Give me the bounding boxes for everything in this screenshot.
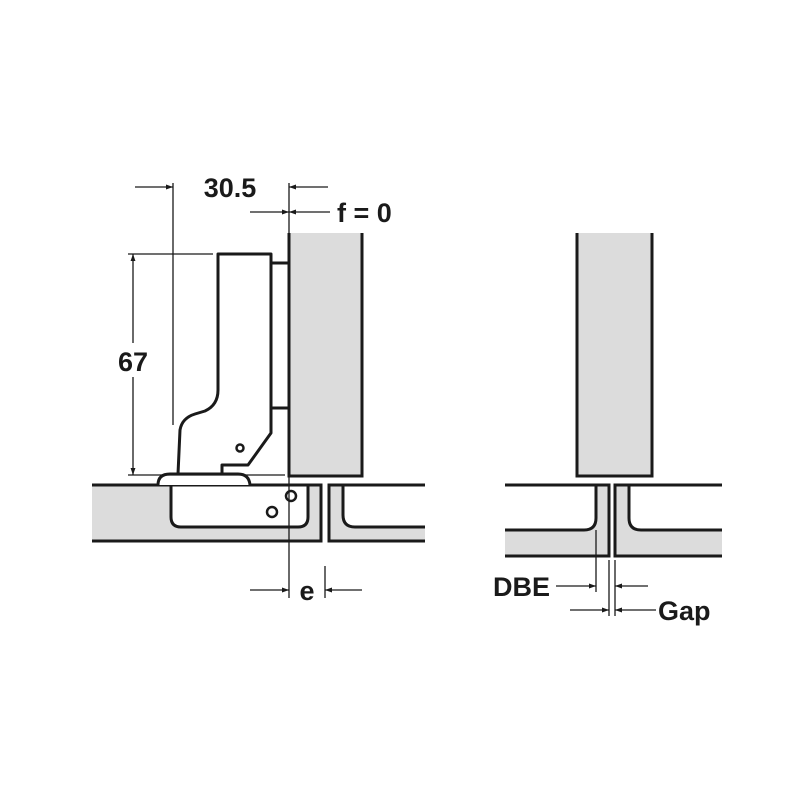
screw-hole <box>235 443 245 453</box>
door-panel <box>577 233 652 476</box>
dimension-30-5-label: 30.5 <box>204 173 257 203</box>
mounting-plate <box>269 261 291 410</box>
screw-hole <box>284 489 298 503</box>
dbe-label: DBE <box>493 572 550 602</box>
dimension-e-label: e <box>299 576 314 606</box>
door-panel <box>289 233 362 476</box>
screw-hole <box>265 505 279 519</box>
base-plate <box>156 472 252 486</box>
left-view: 30.5 f = 0 67 e <box>92 173 425 606</box>
gap-label: Gap <box>658 596 711 626</box>
dimension-67-label: 67 <box>118 347 148 377</box>
hinge-arm <box>176 252 273 476</box>
dimension-f-label: f = 0 <box>337 198 392 228</box>
right-view: DBE Gap <box>493 233 722 626</box>
